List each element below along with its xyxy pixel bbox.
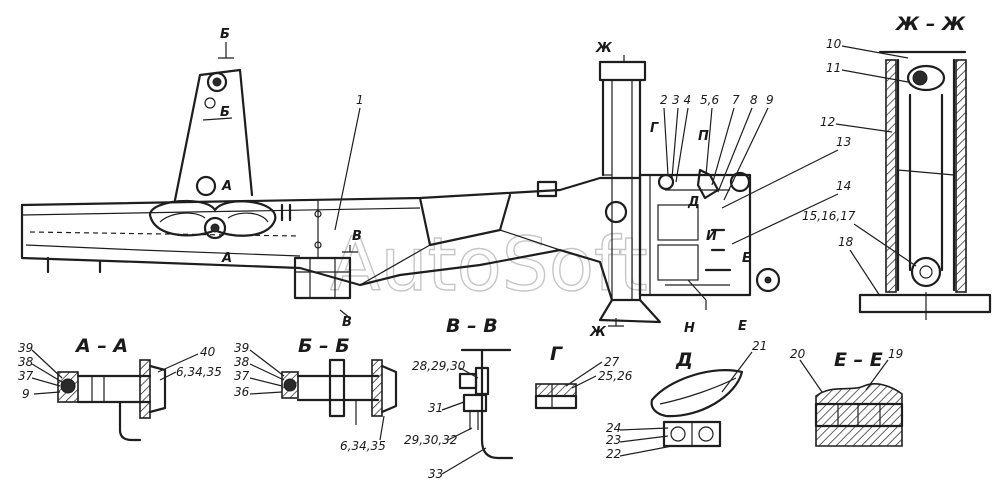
aa-callout-37: 37 [18, 369, 34, 383]
aa-callout-9: 9 [22, 387, 30, 401]
callout-9: 9 [766, 93, 774, 107]
vv-callout-293032: 29,30,32 [404, 433, 457, 447]
bb-callout-36: 36 [234, 385, 250, 399]
section-ee-title: Е – Е [834, 349, 883, 371]
mark-d: Д [687, 195, 700, 210]
d-callout-24: 24 [606, 421, 621, 435]
bb-callout-38: 38 [234, 355, 250, 369]
section-d-drawing: 21 24 23 22 [606, 339, 767, 461]
mark-e-mid: Е [742, 251, 751, 266]
mark-a-low: А [221, 251, 232, 266]
mark-b-top: Б [220, 27, 230, 42]
callout-11: 11 [826, 61, 841, 75]
mark-b-mid: Б [220, 105, 230, 120]
callout-18: 18 [838, 235, 854, 249]
vv-callout-282930: 28,29,30 [412, 359, 466, 373]
mark-zh-bot: Ж [589, 325, 607, 340]
ee-callout-20: 20 [790, 347, 806, 361]
section-d-title: Д [675, 349, 693, 371]
main-frame [20, 42, 781, 327]
section-zhzh-title: Ж – Ж [894, 13, 966, 35]
section-bb-drawing: 39 38 37 36 6,34,35 [234, 341, 398, 453]
bb-callout-63435: 6,34,35 [340, 439, 386, 453]
aa-callout-38: 38 [18, 355, 34, 369]
callout-7: 7 [732, 93, 740, 107]
bb-callout-37: 37 [234, 369, 250, 383]
aa-callout-39: 39 [18, 341, 33, 355]
callout-14: 14 [836, 179, 851, 193]
ee-callout-19: 19 [888, 347, 903, 361]
section-zhzh-drawing: 10 11 12 15,16,17 18 [802, 37, 992, 320]
section-vv-title: В – В [446, 315, 498, 337]
callout-12: 12 [820, 115, 835, 129]
callout-34: 3 4 [672, 93, 691, 107]
d-callout-22: 22 [606, 447, 621, 461]
vv-callout-33: 33 [428, 467, 443, 481]
section-ee-drawing: 20 19 [790, 347, 903, 447]
section-aa-title: А – А [74, 335, 128, 357]
watermark: AutoSoft [330, 222, 648, 308]
section-vv-drawing: 28,29,30 31 29,30,32 33 [404, 348, 514, 481]
section-g-title: Г [550, 343, 563, 365]
main-callouts: 1 2 3 4 5,6 7 8 9 13 14 [334, 93, 851, 245]
d-callout-23: 23 [606, 433, 621, 447]
mark-p: П [698, 129, 709, 144]
bb-callout-39: 39 [234, 341, 249, 355]
section-aa-drawing: 39 38 37 9 40 6,34,35 [18, 341, 222, 442]
mark-i: И [706, 229, 717, 244]
aa-callout-40: 40 [200, 345, 216, 359]
callout-10: 10 [826, 37, 842, 51]
callout-2: 2 [660, 93, 668, 107]
g-callout-27: 27 [604, 355, 620, 369]
callout-13: 13 [836, 135, 851, 149]
aa-callout-63435: 6,34,35 [176, 365, 222, 379]
section-g-drawing: 27 25,26 [534, 355, 633, 410]
section-bb-title: Б – Б [298, 335, 350, 357]
vv-callout-31: 31 [428, 401, 443, 415]
d-callout-21: 21 [752, 339, 767, 353]
callout-8: 8 [750, 93, 758, 107]
mark-zh-top: Ж [595, 41, 613, 56]
callout-1: 1 [356, 93, 364, 107]
mark-v-down: В [342, 315, 352, 330]
g-callout-2526: 25,26 [598, 369, 633, 383]
mark-n: Н [684, 321, 695, 336]
callout-56: 5,6 [700, 93, 719, 107]
mark-g: Г [650, 121, 659, 136]
callout-151617: 15,16,17 [802, 209, 856, 223]
mark-a-mid: А [221, 179, 232, 194]
mark-e-bot: Е [738, 319, 747, 334]
mark-v-up: В [352, 229, 362, 244]
